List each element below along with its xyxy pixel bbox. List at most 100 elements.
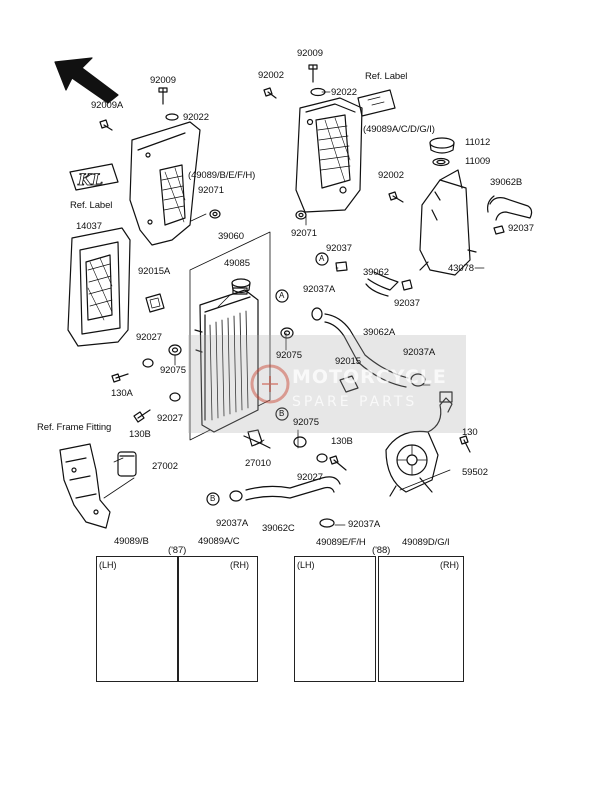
label-43078: 43078 [448,263,474,274]
label-ref-label-top: Ref. Label [365,71,408,82]
bushing-92075-low [293,436,307,448]
shroud-panel-lh-88 [294,556,376,682]
left-shroud [129,121,201,246]
label-14037: 14037 [76,221,102,232]
label-130B-left: 130B [129,429,151,440]
label-92037-low: 92037 [394,298,420,309]
shroud-side-2: (RH) [230,560,249,570]
grommet-92071-left [209,209,221,219]
shroud-code-4: 49089D/G/I [402,537,450,548]
shroud-side-4: (RH) [440,560,459,570]
hose-39062B [487,195,533,221]
label-39062C: 39062C [262,523,295,534]
label-92009A: 92009A [91,100,124,111]
cap-11012 [429,137,455,154]
bracket-92015 [339,375,359,393]
bolt-92009A [99,119,113,131]
cap-49085 [231,278,251,294]
relay-27002 [117,451,137,477]
callout-b2: B [210,494,216,503]
fan-59502 [385,391,453,497]
watermark-line2: SPARE PARTS [292,394,418,410]
label-92037A-right: 92037A [403,347,436,358]
watermark-line1: MOTORCYCLE [292,366,447,388]
hose-39062 [365,271,399,297]
reservoir-tank [419,169,477,276]
shroud-year-87: ('87) [168,545,187,556]
bushing-92075-mid [280,327,294,339]
hose-39062A [324,313,409,388]
label-92037-right: 92037 [508,223,534,234]
shroud-side-3: (LH) [297,560,315,570]
clip-92037A-mid [311,307,323,321]
shroud-code-2: 49089A/C [198,536,240,547]
grommet-92071-mid [295,210,307,220]
label-92002-top: 92002 [258,70,284,81]
shroud-code-3: 49089E/F/H [316,537,366,548]
label-39062: 39062 [363,267,389,278]
bracket-92015A [145,293,165,313]
label-130A: 130A [111,388,133,399]
label-92075-mid: 92075 [276,350,302,361]
bolt-130B-left [133,409,151,423]
collar-92027-low [316,453,328,463]
shroud-panel-rh-87 [178,556,258,682]
label-ref-label-left: Ref. Label [70,200,113,211]
bolt-130 [459,435,471,453]
label-92075-left: 92075 [160,365,186,376]
label-92015A: 92015A [138,266,171,277]
bushing-92075-left [168,344,182,356]
shroud-panel-lh-87 [96,556,178,682]
label-49085: 49085 [224,258,250,269]
radiator [189,231,271,441]
clip-92037A-right [410,373,426,387]
label-59502: 59502 [462,467,488,478]
bolt-130B-right [329,455,347,471]
label-92071-left: 92071 [198,185,224,196]
kl-label-top [357,89,396,117]
shroud-side-1: (LH) [99,560,117,570]
gasket-11009 [432,157,450,167]
collar-92027-left [142,358,154,368]
label-39062A: 39062A [363,327,396,338]
label-92015: 92015 [335,356,361,367]
bolt-130A [111,373,129,383]
label-92022-top: 92022 [331,87,357,98]
label-92027-left: 92027 [136,332,162,343]
frame-14037 [67,227,131,347]
label-92037A-br: 92037A [348,519,381,530]
leader-lines [103,91,485,526]
label-92037A-mid: 92037A [303,284,336,295]
label-39060: 39060 [218,231,244,242]
shroud-code-1: 49089/B [114,536,149,547]
hose-39062C [245,476,341,501]
label-27010: 27010 [245,458,271,469]
label-92027-mid: 92027 [157,413,183,424]
label-ref-frame: Ref. Frame Fitting [37,422,112,433]
washer-92022-left [165,113,179,121]
label-130B-right: 130B [331,436,353,447]
callout-b1: B [279,409,285,418]
label-92075-low: 92075 [293,417,319,428]
front-arrow-icon [54,57,119,104]
shroud-year-88: ('88) [372,545,391,556]
clip-92037-right [493,225,505,235]
shroud-panel-rh-88 [378,556,464,682]
callout-a2: A [319,254,325,263]
bolt-92009-left [158,87,168,105]
bolt-92009-top [308,64,318,83]
svg-text:KL: KL [77,170,103,189]
label-92009-left: 92009 [150,75,176,86]
kl-label-left: KL [69,163,119,191]
label-11012: 11012 [465,137,491,148]
label-39062B: 39062B [490,177,523,188]
label-92071-mid: 92071 [291,228,317,239]
watermark [188,335,466,433]
label-92027-low: 92027 [297,472,323,483]
clip-92037A-br [319,518,335,528]
collar-92027-mid [169,392,181,402]
label-49089A-CDGI: (49089A/C/D/G/I) [363,124,435,135]
label-92009-top: 92009 [297,48,323,59]
callout-a1: A [279,291,285,300]
bolt-92002-top [263,87,277,99]
